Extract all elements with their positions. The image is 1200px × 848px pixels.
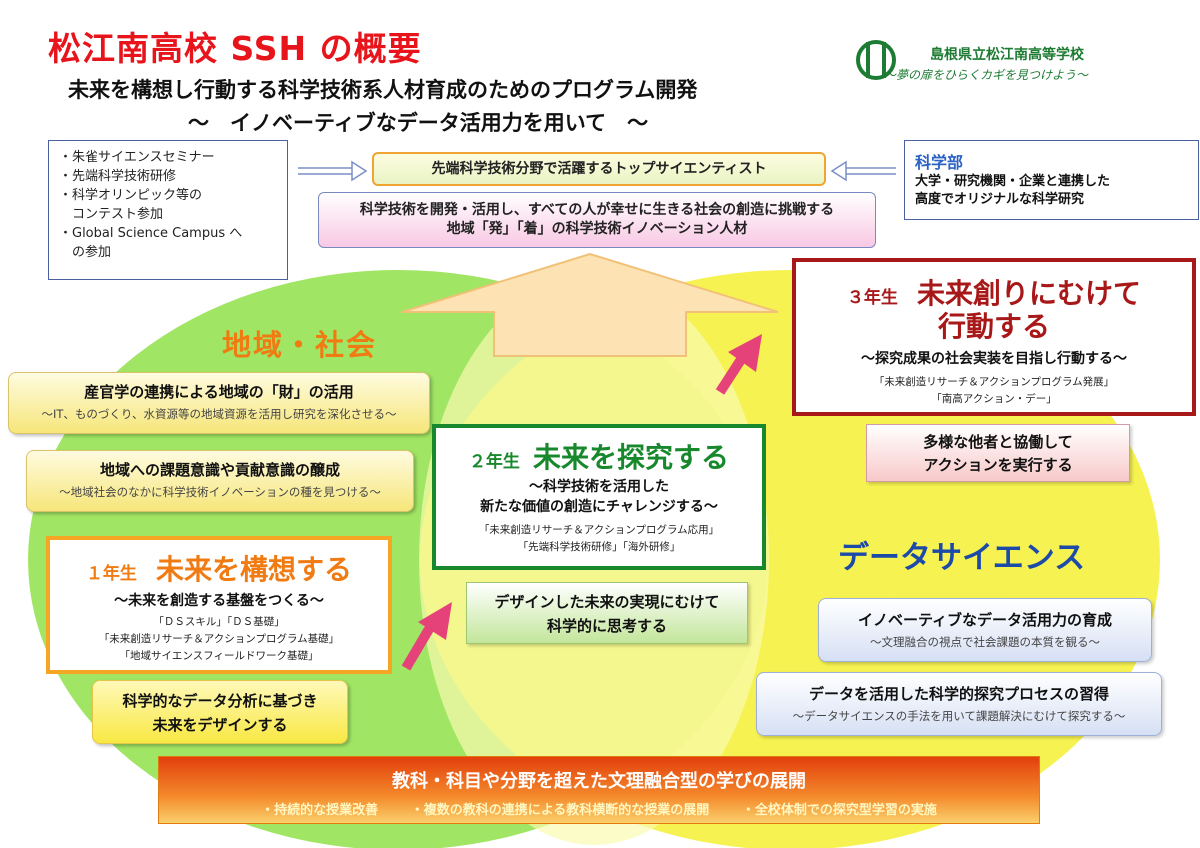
program-item: 「未来創造リサーチ＆アクションプログラム発展」 bbox=[873, 376, 1115, 388]
outcome-line: アクションを実行する bbox=[923, 456, 1073, 474]
year2-outcome: デザインした未来の実現にむけて 科学的に思考する bbox=[466, 582, 748, 644]
year3-heading: 未来創りにむけて bbox=[917, 277, 1142, 310]
program-item: 「未来創造リサーチ＆アクションプログラム応用」 bbox=[478, 524, 720, 536]
outcome-line: デザインした未来の実現にむけて bbox=[494, 593, 720, 611]
ds-item-title: データを活用した科学的探究プロセスの習得 bbox=[808, 685, 1109, 703]
list-item: ・全校体制での探究型学習の実施 bbox=[741, 803, 937, 818]
region-item-title: 地域への課題意識や貢献意識の醸成 bbox=[99, 461, 340, 479]
outcome-line: 多様な他者と協働して bbox=[923, 433, 1073, 451]
region-item: 地域への課題意識や貢献意識の醸成 ～地域社会のなかに科学技術イノベーションの種を… bbox=[26, 450, 414, 512]
science-club-heading: 科学部 bbox=[915, 153, 964, 172]
year1-label: １年生 bbox=[85, 564, 137, 584]
region-item: 産官学の連携による地域の「財」の活用 ～IT、ものづくり、水資源等の地域資源を活… bbox=[8, 372, 430, 434]
school-motto: ～夢の扉をひらくカギを見つけよう～ bbox=[884, 68, 1089, 82]
arrow-year1-to-year2 bbox=[401, 602, 452, 671]
year2-heading: 未来を探究する bbox=[533, 441, 730, 474]
science-club-text: 大学・研究機関・企業と連携した bbox=[915, 174, 1111, 189]
year1-box: １年生 未来を構想する ～未来を創造する基盤をつくる～ 「ＤＳスキル」「ＤＳ基礎… bbox=[46, 536, 392, 674]
region-society-label: 地域・社会 bbox=[222, 328, 378, 362]
school-logo-icon bbox=[856, 40, 896, 80]
cross-curricular-title: 教科・科目や分野を超えた文理融合型の学びの展開 bbox=[392, 771, 806, 792]
page-subtitle-secondary: ～ イノベーティブなデータ活用力を用いて ～ bbox=[188, 111, 649, 135]
year3-heading: 行動する bbox=[937, 310, 1050, 343]
year1-heading: 未来を構想する bbox=[156, 553, 353, 586]
cross-curricular-items: ・持続的な授業改善 ・複数の教科の連携による教科横断的な授業の展開 ・全校体制で… bbox=[159, 799, 1039, 818]
school-name: 島根県立松江南高等学校 bbox=[930, 47, 1084, 63]
ds-item-sub: ～文理融合の視点で社会課題の本質を観る～ bbox=[870, 635, 1100, 649]
list-item: ・Global Science Campus へ bbox=[59, 226, 243, 241]
year3-box: ３年生 未来創りにむけて 行動する ～探究成果の社会実装を目指し行動する～ 「未… bbox=[792, 258, 1196, 416]
ds-item: イノベーティブなデータ活用力の育成 ～文理融合の視点で社会課題の本質を観る～ bbox=[818, 598, 1152, 662]
program-item: 「未来創造リサーチ＆アクションプログラム基礎」 bbox=[98, 633, 340, 645]
ds-item: データを活用した科学的探究プロセスの習得 ～データサイエンスの手法を用いて課題解… bbox=[756, 672, 1162, 736]
cross-curricular-bar: 教科・科目や分野を超えた文理融合型の学びの展開 ・持続的な授業改善 ・複数の教科… bbox=[158, 756, 1040, 824]
year2-box: ２年生 未来を探究する ～科学技術を活用した 新たな価値の創造にチャレンジする～… bbox=[432, 424, 766, 570]
outcome-line: 未来をデザインする bbox=[152, 716, 288, 734]
page-subtitle: 未来を構想し行動する科学技術系人材育成のためのプログラム開発 bbox=[68, 78, 698, 102]
year2-subheading: ～科学技術を活用した bbox=[529, 479, 669, 495]
ds-item-sub: ～データサイエンスの手法を用いて課題解決にむけて探究する～ bbox=[792, 709, 1126, 723]
list-item: ・科学オリンピック等の bbox=[59, 188, 203, 203]
list-item: の参加 bbox=[59, 245, 112, 260]
science-club-text: 高度でオリジナルな科学研究 bbox=[915, 192, 1085, 207]
year3-subheading: ～探究成果の社会実装を目指し行動する～ bbox=[861, 351, 1127, 367]
goal-line: 科学技術を開発・活用し、すべての人が幸せに生きる社会の創造に挑戦する bbox=[359, 202, 835, 218]
goal-line: 地域「発」「着」の科学技術イノベーション人材 bbox=[446, 221, 748, 237]
year3-outcome: 多様な他者と協働して アクションを実行する bbox=[866, 424, 1130, 482]
year2-label: ２年生 bbox=[468, 452, 520, 472]
region-item-sub: ～IT、ものづくり、水資源等の地域資源を活用し研究を深化させる～ bbox=[41, 407, 397, 421]
list-item: ・複数の教科の連携による教科横断的な授業の展開 bbox=[410, 803, 710, 818]
goal-box: 科学技術を開発・活用し、すべての人が幸せに生きる社会の創造に挑戦する 地域「発」… bbox=[318, 192, 876, 248]
year3-label: ３年生 bbox=[846, 288, 898, 308]
list-item: ・先端科学技術研修 bbox=[59, 169, 177, 184]
program-item: 「南高アクション・デー」 bbox=[931, 393, 1057, 405]
page-title: 松江南高校 SSH の概要 bbox=[48, 29, 422, 68]
program-item: 「ＤＳスキル」「ＤＳ基礎」 bbox=[153, 616, 285, 628]
year1-subheading: ～未来を創造する基盤をつくる～ bbox=[114, 593, 324, 609]
year2-subheading: 新たな価値の創造にチャレンジする～ bbox=[480, 499, 718, 515]
extracurricular-list: ・朱雀サイエンスセミナー ・先端科学技術研修 ・科学オリンピック等の コンテスト… bbox=[48, 140, 288, 280]
data-science-label: データサイエンス bbox=[838, 540, 1086, 576]
top-scientist-box: 先端科学技術分野で活躍するトップサイエンティスト bbox=[372, 152, 826, 186]
region-item-sub: ～地域社会のなかに科学技術イノベーションの種を見つける～ bbox=[59, 485, 381, 499]
outcome-line: 科学的に思考する bbox=[546, 617, 667, 635]
outcome-line: 科学的なデータ分析に基づき bbox=[122, 692, 318, 710]
science-club-box: 科学部 大学・研究機関・企業と連携した 高度でオリジナルな科学研究 bbox=[904, 140, 1199, 220]
program-item: 「地域サイエンスフィールドワーク基礎」 bbox=[119, 650, 319, 662]
up-arrow bbox=[401, 252, 779, 357]
program-item: 「先端科学技術研修」「海外研修」 bbox=[517, 541, 681, 553]
list-item: ・持続的な授業改善 bbox=[261, 803, 379, 818]
region-item-title: 産官学の連携による地域の「財」の活用 bbox=[84, 383, 354, 401]
arrow-right-to-top bbox=[830, 160, 896, 182]
year1-outcome: 科学的なデータ分析に基づき 未来をデザインする bbox=[92, 680, 348, 744]
list-item: コンテスト参加 bbox=[59, 207, 164, 222]
arrow-year2-to-year3 bbox=[715, 334, 762, 395]
list-item: ・朱雀サイエンスセミナー bbox=[59, 150, 215, 165]
ds-item-title: イノベーティブなデータ活用力の育成 bbox=[857, 611, 1113, 629]
arrow-left-to-top bbox=[298, 160, 368, 182]
